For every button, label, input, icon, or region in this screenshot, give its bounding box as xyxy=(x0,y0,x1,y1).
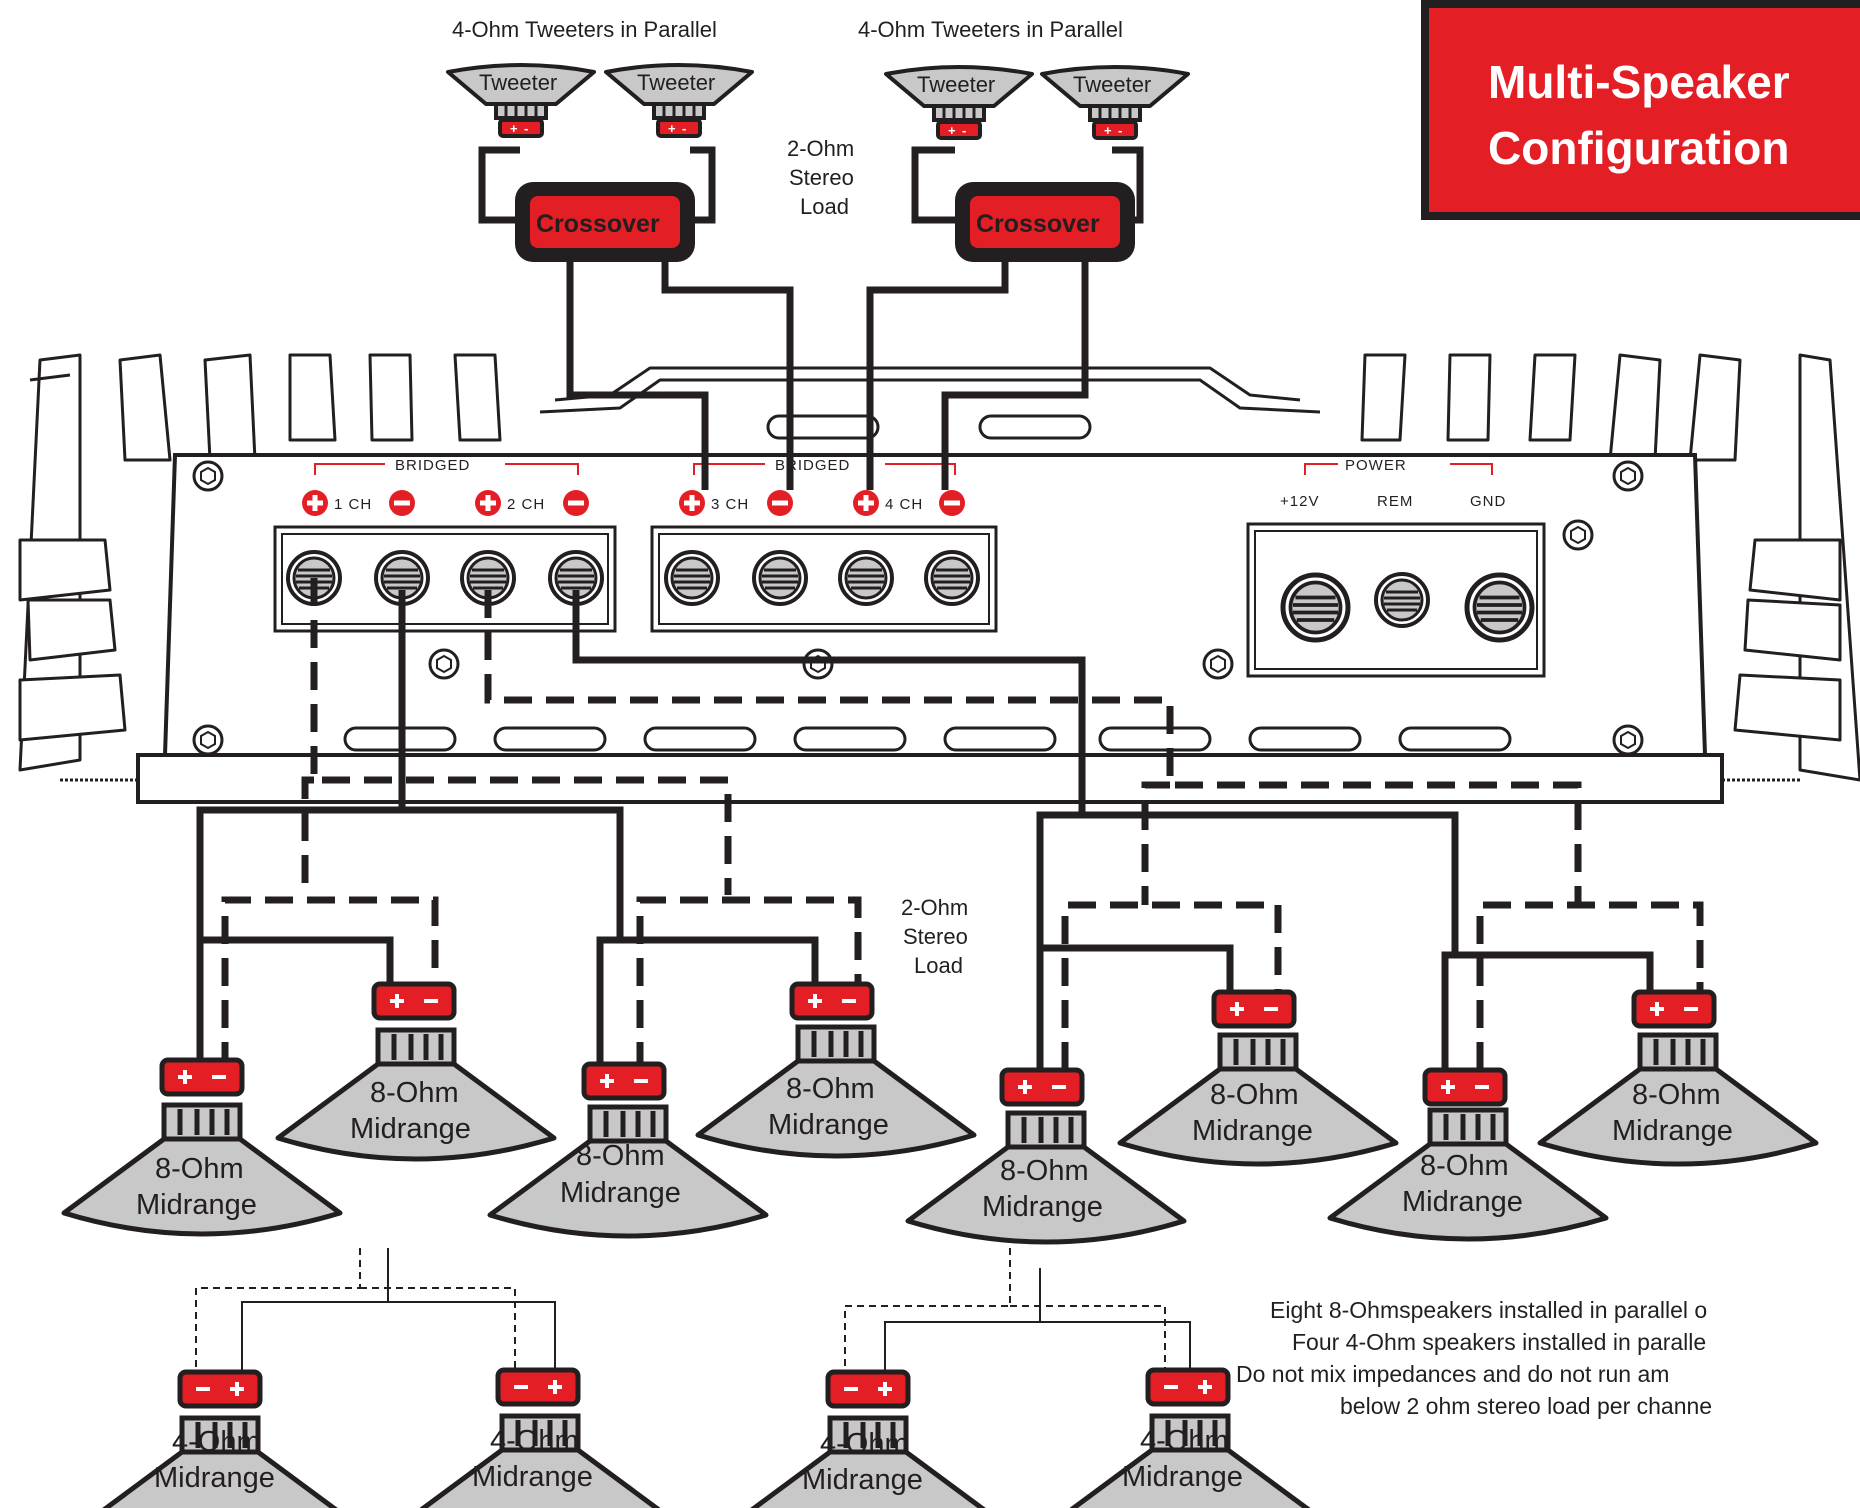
crossover-1-label: Crossover xyxy=(536,210,660,238)
speaker-label: Midrange xyxy=(768,1109,889,1141)
midrange-8ohm-6: 8-Ohm Midrange xyxy=(1120,992,1396,1164)
midrange-8ohm-3: 8-Ohm Midrange xyxy=(490,1064,766,1236)
load-1-line-2: Stereo xyxy=(789,165,854,190)
post-3-minus xyxy=(752,550,808,606)
midrange-8ohm-5: 8-Ohm Midrange xyxy=(908,1070,1184,1242)
speaker-label: 4-Ohm xyxy=(1140,1425,1229,1457)
post-12v xyxy=(1283,575,1348,640)
power-rem-label: REM xyxy=(1377,493,1413,510)
speaker-wiring-dashed xyxy=(221,578,1704,1070)
speaker-label: 8-Ohm xyxy=(1000,1155,1089,1187)
midrange-4ohm-4: 4-Ohm Midrange xyxy=(1052,1370,1328,1508)
speaker-label: Midrange xyxy=(154,1462,275,1494)
speaker-label: 8-Ohm xyxy=(155,1153,244,1185)
midrange-8ohm-7: 8-Ohm Midrange xyxy=(1330,1070,1606,1239)
speaker-label: Midrange xyxy=(982,1191,1103,1223)
midrange-4ohm-1: 4-Ohm Midrange xyxy=(82,1372,358,1508)
inset-wiring-4ohm-dashed xyxy=(195,1248,1166,1380)
tweeter-group-2: 4-Ohm Tweeters in Parallel Tweeter Tweet… xyxy=(858,17,1190,262)
load-1-line-3: Load xyxy=(800,194,849,219)
amplifier-faceplate: BRIDGED BRIDGED POWER 1 CH 2 CH 3 CH 4 C… xyxy=(60,414,1800,804)
speaker-label: Midrange xyxy=(802,1464,923,1496)
midrange-4ohm-3: 4-Ohm Midrange xyxy=(730,1372,1006,1508)
title-line-2: Configuration xyxy=(1488,122,1790,174)
channel-2-label: 2 CH xyxy=(507,496,545,513)
speaker-label: 8-Ohm xyxy=(1210,1079,1299,1111)
channel-4-label: 4 CH xyxy=(885,496,923,513)
speaker-label: Midrange xyxy=(1122,1461,1243,1493)
tweeter-label: Tweeter xyxy=(1073,72,1151,97)
midrange-8ohm-4: 8-Ohm Midrange xyxy=(698,984,974,1156)
midrange-8ohm-1: 8-Ohm Midrange xyxy=(64,1060,340,1234)
speaker-label: Midrange xyxy=(1612,1115,1733,1147)
speaker-label: Midrange xyxy=(136,1189,257,1221)
midrange-8ohm-2: 8-Ohm Midrange xyxy=(278,984,554,1159)
power-12v-label: +12V xyxy=(1280,493,1319,510)
load-2-line-1: 2-Ohm xyxy=(901,895,968,920)
speaker-label: Midrange xyxy=(350,1113,471,1145)
post-4-minus xyxy=(924,550,980,606)
crossover-2-label: Crossover xyxy=(976,210,1100,238)
load-1-line-1: 2-Ohm xyxy=(787,136,854,161)
post-rem xyxy=(1374,572,1430,628)
tweeter-label: Tweeter xyxy=(917,72,995,97)
speaker-label: 4-Ohm xyxy=(820,1428,909,1460)
tweeter-label: Tweeter xyxy=(479,70,557,95)
bridged-label-2: BRIDGED xyxy=(775,457,850,474)
tweeter-group-2-heading: 4-Ohm Tweeters in Parallel xyxy=(858,17,1123,42)
post-4-plus xyxy=(838,550,894,606)
speaker-label: 8-Ohm xyxy=(370,1077,459,1109)
speaker-label: Midrange xyxy=(1402,1186,1523,1218)
load-label-2: 2-Ohm Stereo Load xyxy=(901,895,968,978)
speaker-label: 8-Ohm xyxy=(1632,1079,1721,1111)
speaker-label: 4-Ohm xyxy=(490,1425,579,1457)
load-2-line-3: Load xyxy=(914,953,963,978)
bridged-label-1: BRIDGED xyxy=(395,457,470,474)
post-3-plus xyxy=(664,550,720,606)
note-line-4: below 2 ohm stereo load per channe xyxy=(1340,1393,1712,1419)
wiring-note: Eight 8-Ohmspeakers installed in paralle… xyxy=(1236,1297,1712,1419)
channel-1-label: 1 CH xyxy=(334,496,372,513)
note-line-1: Eight 8-Ohmspeakers installed in paralle… xyxy=(1270,1297,1707,1323)
speaker-label: Midrange xyxy=(1192,1115,1313,1147)
speaker-label: Midrange xyxy=(472,1461,593,1493)
post-gnd xyxy=(1467,575,1532,640)
load-label-1: 2-Ohm Stereo Load xyxy=(787,136,854,219)
speaker-label: Midrange xyxy=(560,1177,681,1209)
channel-3-label: 3 CH xyxy=(711,496,749,513)
tweeter-group-1: 4-Ohm Tweeters in Parallel Tweeter Tweet… xyxy=(446,17,754,262)
title-box: Multi-Speaker Configuration xyxy=(1421,0,1860,220)
power-gnd-label: GND xyxy=(1470,493,1506,510)
power-label: POWER xyxy=(1345,457,1407,474)
midrange-8ohm-8: 8-Ohm Midrange xyxy=(1540,992,1816,1164)
tweeter-label: Tweeter xyxy=(637,70,715,95)
inset-wiring-4ohm xyxy=(241,1248,1191,1380)
note-line-2: Four 4-Ohm speakers installed in paralle xyxy=(1292,1329,1706,1355)
title-line-1: Multi-Speaker xyxy=(1488,56,1790,108)
speaker-label: 8-Ohm xyxy=(786,1073,875,1105)
speaker-label: 4-Ohm xyxy=(172,1426,261,1458)
amplifier-heatsink xyxy=(18,353,1860,782)
midrange-4ohm-2: 4-Ohm Midrange xyxy=(402,1370,678,1508)
note-line-3: Do not mix impedances and do not run am xyxy=(1236,1361,1669,1387)
load-2-line-2: Stereo xyxy=(903,924,968,949)
speaker-wiring xyxy=(196,146,1654,1070)
speaker-label: 8-Ohm xyxy=(576,1140,665,1172)
speaker-label: 8-Ohm xyxy=(1420,1150,1509,1182)
tweeter-group-1-heading: 4-Ohm Tweeters in Parallel xyxy=(452,17,717,42)
